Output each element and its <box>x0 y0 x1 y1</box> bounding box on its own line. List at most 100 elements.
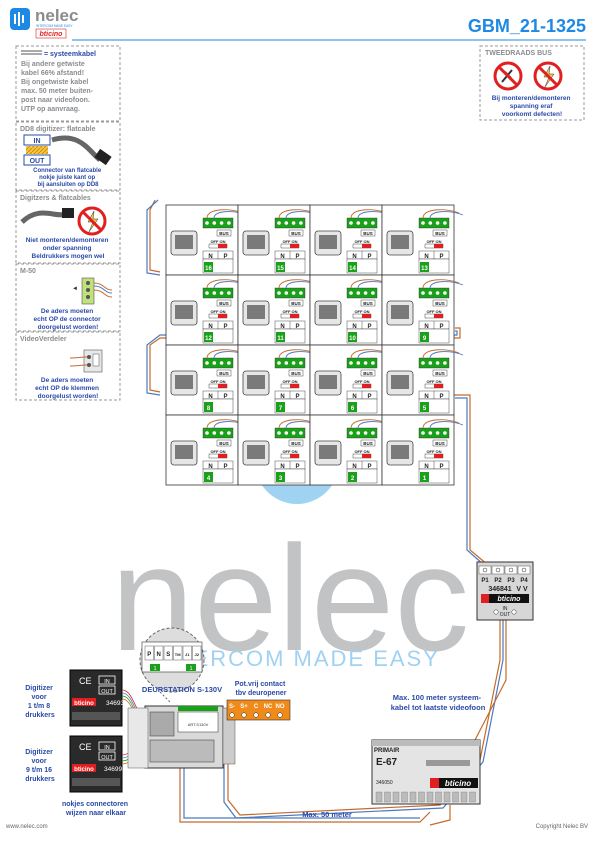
n-label: N <box>424 464 428 470</box>
door-station-label: DEURSTATION S-130V <box>142 685 222 694</box>
svg-text:nokjes connectoren wijzen: nokjes connectoren wijzen naar elkaar <box>62 801 130 817</box>
bus-label: BUS <box>363 231 373 236</box>
bus-terminal <box>346 427 378 439</box>
dd8-title: DD8 digitizer: flatcable <box>20 126 96 133</box>
bus-label: BUS <box>435 441 445 446</box>
switch-label: OFF ON <box>282 309 297 314</box>
nelec-logo: nelec INTERCOM MADE EASY bticino <box>10 6 78 39</box>
m50-line: De aders moeten <box>41 308 93 315</box>
n-label: N <box>208 464 212 470</box>
footer-website: www.nelec.com <box>5 824 48 830</box>
e67-power-supply: PRIMAIR E-67 bticino 346050 <box>371 739 481 805</box>
bus-label: BUS <box>219 231 229 236</box>
svg-text:CE: CE <box>79 676 92 686</box>
switch-label: OFF ON <box>282 449 297 454</box>
potvrij-terminal-label: NO <box>276 704 285 710</box>
n-label: N <box>424 254 428 260</box>
potvrij-terminal-label: NC <box>264 704 273 710</box>
unit-number: 7 <box>279 406 283 412</box>
n-label: N <box>352 464 356 470</box>
switch-label: OFF ON <box>210 309 225 314</box>
p-label: P <box>223 324 227 330</box>
bus-label: BUS <box>435 301 445 306</box>
svg-text:◄: ◄ <box>72 286 78 292</box>
bus-cable <box>422 279 460 289</box>
m50-title: M-50 <box>20 268 36 275</box>
connector-note: nokjes connectoren <box>62 801 128 808</box>
svg-text:Bij andere getwiste kabe: Bij andere getwiste kabel 66% afstand! B… <box>21 61 95 113</box>
videoverdeler-line: doorgelust worden! <box>38 393 99 400</box>
door-station-article: ART.S130V <box>188 722 209 727</box>
dd8-line: nokje juiste kant op <box>39 175 95 181</box>
unit-number-badge <box>348 472 357 482</box>
bus-cable <box>422 209 460 219</box>
n-label: N <box>280 464 284 470</box>
videoverdeler-title: VideoVerdeler <box>20 336 67 343</box>
systemkabel-legend: = systeemkabel <box>44 51 96 58</box>
p-label: P <box>367 464 371 470</box>
unit-number-badge <box>276 472 285 482</box>
distributor-in: IN <box>503 606 508 612</box>
bus-terminal <box>418 287 450 299</box>
m50-line: echt OP de connector <box>34 316 102 323</box>
p-label: P <box>295 324 299 330</box>
digitizer-top-caption: 1 t/m 8 <box>28 703 50 710</box>
tweedraads-line: Bij monteren/demonteren <box>492 95 571 102</box>
screen <box>319 235 337 249</box>
n-label: N <box>352 324 356 330</box>
bus-cable <box>429 351 464 359</box>
svg-text:CE: CE <box>79 742 92 752</box>
brand-name: nelec <box>35 6 78 25</box>
screen <box>247 375 265 389</box>
digitizer-bottom-out: OUT <box>101 755 113 761</box>
unit-number-badge <box>204 402 213 412</box>
switch-label: OFF ON <box>354 379 369 384</box>
switch-label: OFF ON <box>210 239 225 244</box>
p-label: P <box>223 464 227 470</box>
screen <box>391 235 409 249</box>
bus-cable <box>422 419 460 429</box>
bus-label: BUS <box>219 301 229 306</box>
note-videoverdeler: VideoVerdeler De aders moeten echt OP de… <box>15 331 121 401</box>
potvrij-screw <box>277 712 283 718</box>
bus-cable <box>429 281 464 289</box>
bus-terminal <box>346 357 378 369</box>
potvrij-screw <box>241 712 247 718</box>
digitizer-bottom-brand: bticino <box>74 767 94 773</box>
digitizer-top-code: 34693 <box>106 700 124 707</box>
screen <box>391 445 409 459</box>
digitizer-bottom-caption: Digitizer <box>25 749 53 756</box>
unit-number: 10 <box>349 336 356 342</box>
unit-number-badge <box>348 262 357 272</box>
m50-line: doorgelust worden! <box>38 324 99 331</box>
door-terminal-label: J1 <box>185 652 190 657</box>
digitizer-top: CE IN OUT bticino 34693 Digitizer voor 1… <box>25 669 124 727</box>
unit-number-badge <box>276 402 285 412</box>
switch-label: OFF ON <box>282 239 297 244</box>
bus-terminal <box>418 357 450 369</box>
potvrij-terminal-label: S+ <box>240 704 248 710</box>
system-cables <box>146 199 507 826</box>
n-label: N <box>280 254 284 260</box>
svg-text:Connector van flatcable: Connector van flatcable nokje juiste kan… <box>33 168 103 188</box>
systemkabel-line: max. 50 meter buiten- <box>21 88 94 95</box>
n-label: N <box>208 254 212 260</box>
p-label: P <box>295 394 299 400</box>
potvrij-line: Pot.vrij contact <box>235 681 286 688</box>
distributor-port-label: P2 <box>494 578 502 584</box>
n-label: N <box>352 254 356 260</box>
unit-number-badge <box>276 332 285 342</box>
digitizer-top-out: OUT <box>101 689 113 695</box>
door-terminal-label: P <box>147 652 151 658</box>
svg-text:Digitizer voor 9 t: Digitizer voor 9 t/m 16 drukkers <box>25 749 55 783</box>
svg-text:De aders moeten echt OP: De aders moeten echt OP de klemmen doorg… <box>35 377 101 400</box>
max100-note: Max. 100 meter systeem- <box>393 693 482 702</box>
distributor-port-label: P4 <box>520 578 528 584</box>
